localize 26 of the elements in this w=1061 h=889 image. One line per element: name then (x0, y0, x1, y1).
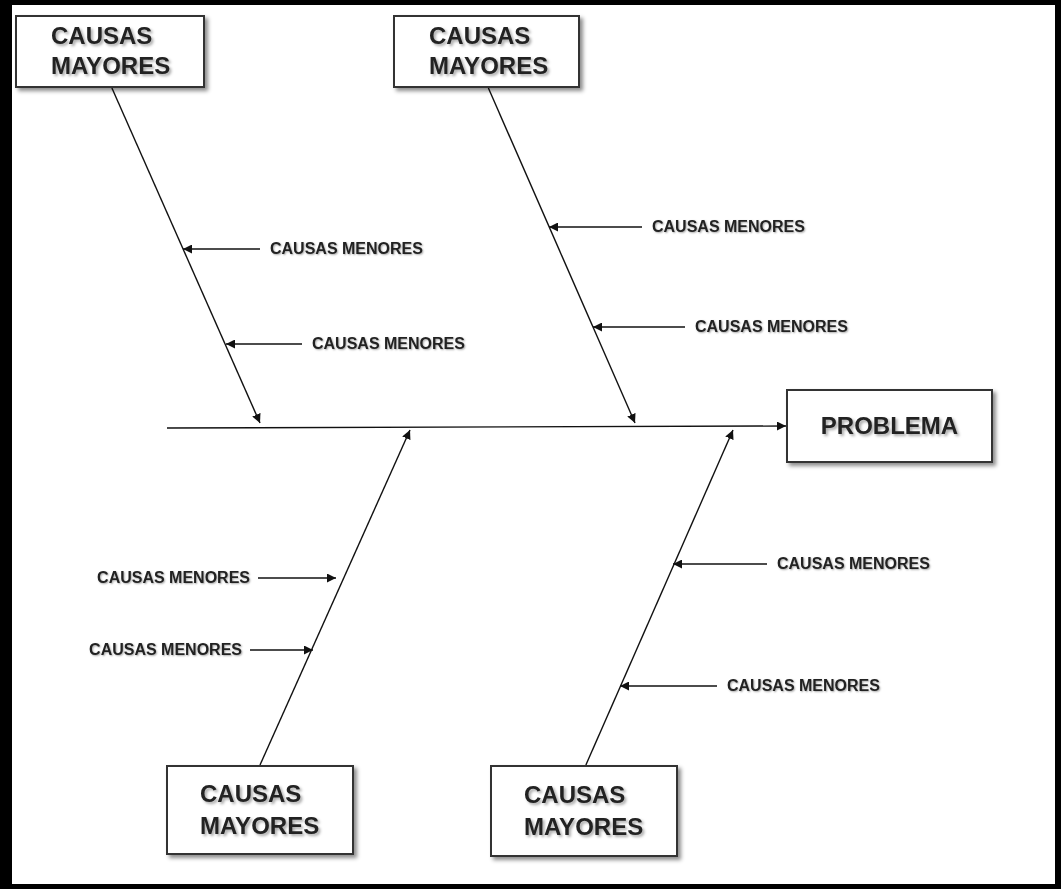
minor-cause-label: CAUSAS MENORES (717, 674, 880, 698)
arrow (672, 559, 768, 569)
arrow (619, 681, 718, 691)
arrow (585, 429, 734, 766)
minor-cause-label: CAUSAS MENORES (97, 566, 258, 590)
arrow (166, 421, 787, 431)
minor-cause-label: CAUSAS MENORES (260, 237, 423, 261)
minor-cause-label: CAUSAS MENORES (767, 552, 930, 576)
minor-cause-label: CAUSAS MENORES (642, 215, 805, 239)
major-cause-box: CAUSAS MAYORES (15, 15, 205, 88)
arrow (257, 573, 337, 583)
arrow (249, 645, 314, 655)
arrow (225, 339, 303, 349)
minor-cause-label: CAUSAS MENORES (302, 332, 465, 356)
arrow (111, 87, 261, 424)
major-cause-box: CAUSAS MAYORES (490, 765, 678, 857)
major-cause-box: CAUSAS MAYORES (166, 765, 354, 855)
problem-box: PROBLEMA (786, 389, 993, 463)
major-cause-box: CAUSAS MAYORES (393, 15, 580, 88)
arrow (259, 429, 411, 766)
arrow (182, 244, 261, 254)
arrow (548, 222, 643, 232)
arrow (487, 87, 636, 424)
minor-cause-label: CAUSAS MENORES (685, 315, 848, 339)
minor-cause-label: CAUSAS MENORES (89, 638, 250, 662)
arrow (592, 322, 686, 332)
